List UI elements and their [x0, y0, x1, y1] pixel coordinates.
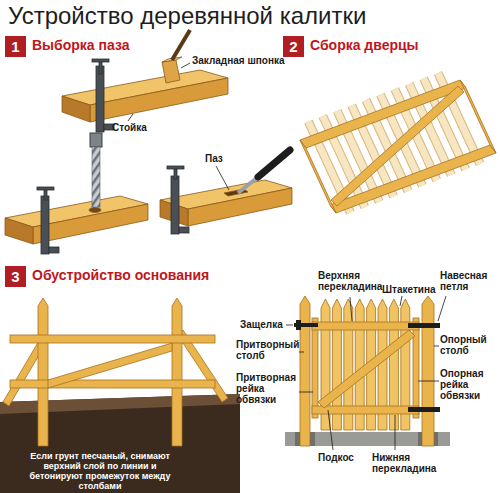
leader-lines — [350, 297, 352, 321]
gate-rails — [312, 322, 419, 330]
part-label: Притворная рейка обвязки — [236, 372, 298, 405]
part-label: Притворный столб — [236, 339, 298, 361]
drill-bit — [92, 147, 100, 207]
leader-lines — [400, 296, 402, 306]
step-heading: Обустройство основания — [32, 268, 209, 283]
leader-lines — [395, 415, 396, 450]
clamp-right — [167, 166, 184, 169]
gate-posts — [300, 296, 310, 446]
chisel — [238, 150, 290, 193]
door-frame — [460, 80, 496, 153]
clamp-left — [49, 247, 59, 253]
clamp-top — [92, 59, 114, 132]
grooving-top-bar — [162, 60, 180, 83]
base-frame — [10, 335, 215, 343]
clamp-left — [37, 187, 54, 190]
leader-lines — [328, 410, 333, 450]
gate-rails — [312, 322, 419, 414]
leader-lines — [286, 325, 293, 326]
section-badge: 1Выборка паза — [5, 36, 26, 57]
gate-hardware — [296, 320, 301, 330]
leader-lines — [128, 114, 133, 121]
clamp-right — [171, 176, 179, 234]
ground-left — [0, 394, 240, 493]
leader-lines — [434, 346, 439, 347]
step-heading: Сборка дверцы — [310, 38, 419, 53]
gate-hardware — [408, 407, 440, 412]
leader-lines — [128, 63, 446, 450]
step-heading: Выборка паза — [32, 38, 129, 53]
base-frame — [38, 298, 48, 446]
gate-hardware — [408, 323, 440, 328]
part-label: Опорная рейка обвязки — [440, 368, 498, 401]
section-badge: 3Обустройство основания — [5, 266, 26, 287]
part-label: Стойка — [112, 122, 147, 133]
gate-rails — [318, 330, 415, 408]
leader-lines — [181, 63, 190, 68]
part-label: Верхняя перекладина — [318, 270, 392, 292]
leader-lines — [216, 166, 229, 190]
ground-left — [0, 394, 240, 493]
note-text: Если грунт песчаный, снимают верхний сло… — [18, 452, 182, 492]
chisel — [258, 150, 290, 177]
grooving-top-bar — [62, 96, 90, 122]
clamp-left — [41, 196, 49, 254]
base-frame — [172, 298, 182, 446]
drilling-bar — [5, 218, 33, 244]
part-label: Нижняя перекладина — [372, 452, 448, 474]
drill-bit — [90, 133, 102, 147]
door-frame — [300, 80, 466, 148]
grooving-top-bar — [90, 78, 228, 122]
part-label: Защелка — [240, 319, 283, 330]
part-label: Навесная петля — [440, 270, 498, 292]
chiseling-bar — [160, 180, 292, 226]
part-label: Паз — [205, 153, 223, 164]
gate-hardware — [294, 320, 440, 412]
step-number: 1 — [5, 36, 26, 54]
gate-posts — [312, 318, 318, 418]
clamp-right — [179, 227, 189, 233]
grooving-top-bar — [172, 30, 190, 60]
chisel — [238, 177, 258, 193]
part-label: Опорный столб — [440, 334, 498, 356]
gate-posts — [413, 318, 419, 418]
clamp-top — [96, 66, 104, 132]
gate-posts — [422, 296, 434, 446]
drilling-bar — [5, 196, 148, 244]
door-pickets — [308, 73, 480, 213]
clamp-right — [167, 166, 189, 234]
door-frame — [300, 140, 336, 213]
step-number: 3 — [5, 266, 26, 284]
door-frame — [331, 86, 464, 206]
base-frame — [10, 380, 215, 388]
clamp-top — [92, 59, 109, 62]
leader-lines — [418, 381, 439, 382]
step-number: 2 — [283, 36, 304, 54]
part-label: Подкос — [318, 452, 354, 463]
part-label: Закладная шпонка — [192, 55, 285, 66]
drill-bit — [90, 133, 102, 207]
leader-lines — [299, 352, 304, 353]
base-frame — [48, 343, 172, 388]
drilling-bar — [33, 204, 148, 244]
ground-left — [0, 394, 240, 414]
gate-posts — [300, 296, 434, 446]
leader-lines — [438, 296, 446, 321]
leader-lines — [299, 392, 313, 393]
section-badge: 2Сборка дверцы — [283, 36, 304, 57]
base-frame — [3, 298, 228, 446]
page-title: Устройство деревянной калитки — [8, 3, 366, 29]
clamp-left — [37, 187, 59, 254]
door-frame — [300, 80, 496, 213]
part-label: Штакетина — [382, 284, 436, 295]
drilling-bar — [89, 208, 101, 213]
